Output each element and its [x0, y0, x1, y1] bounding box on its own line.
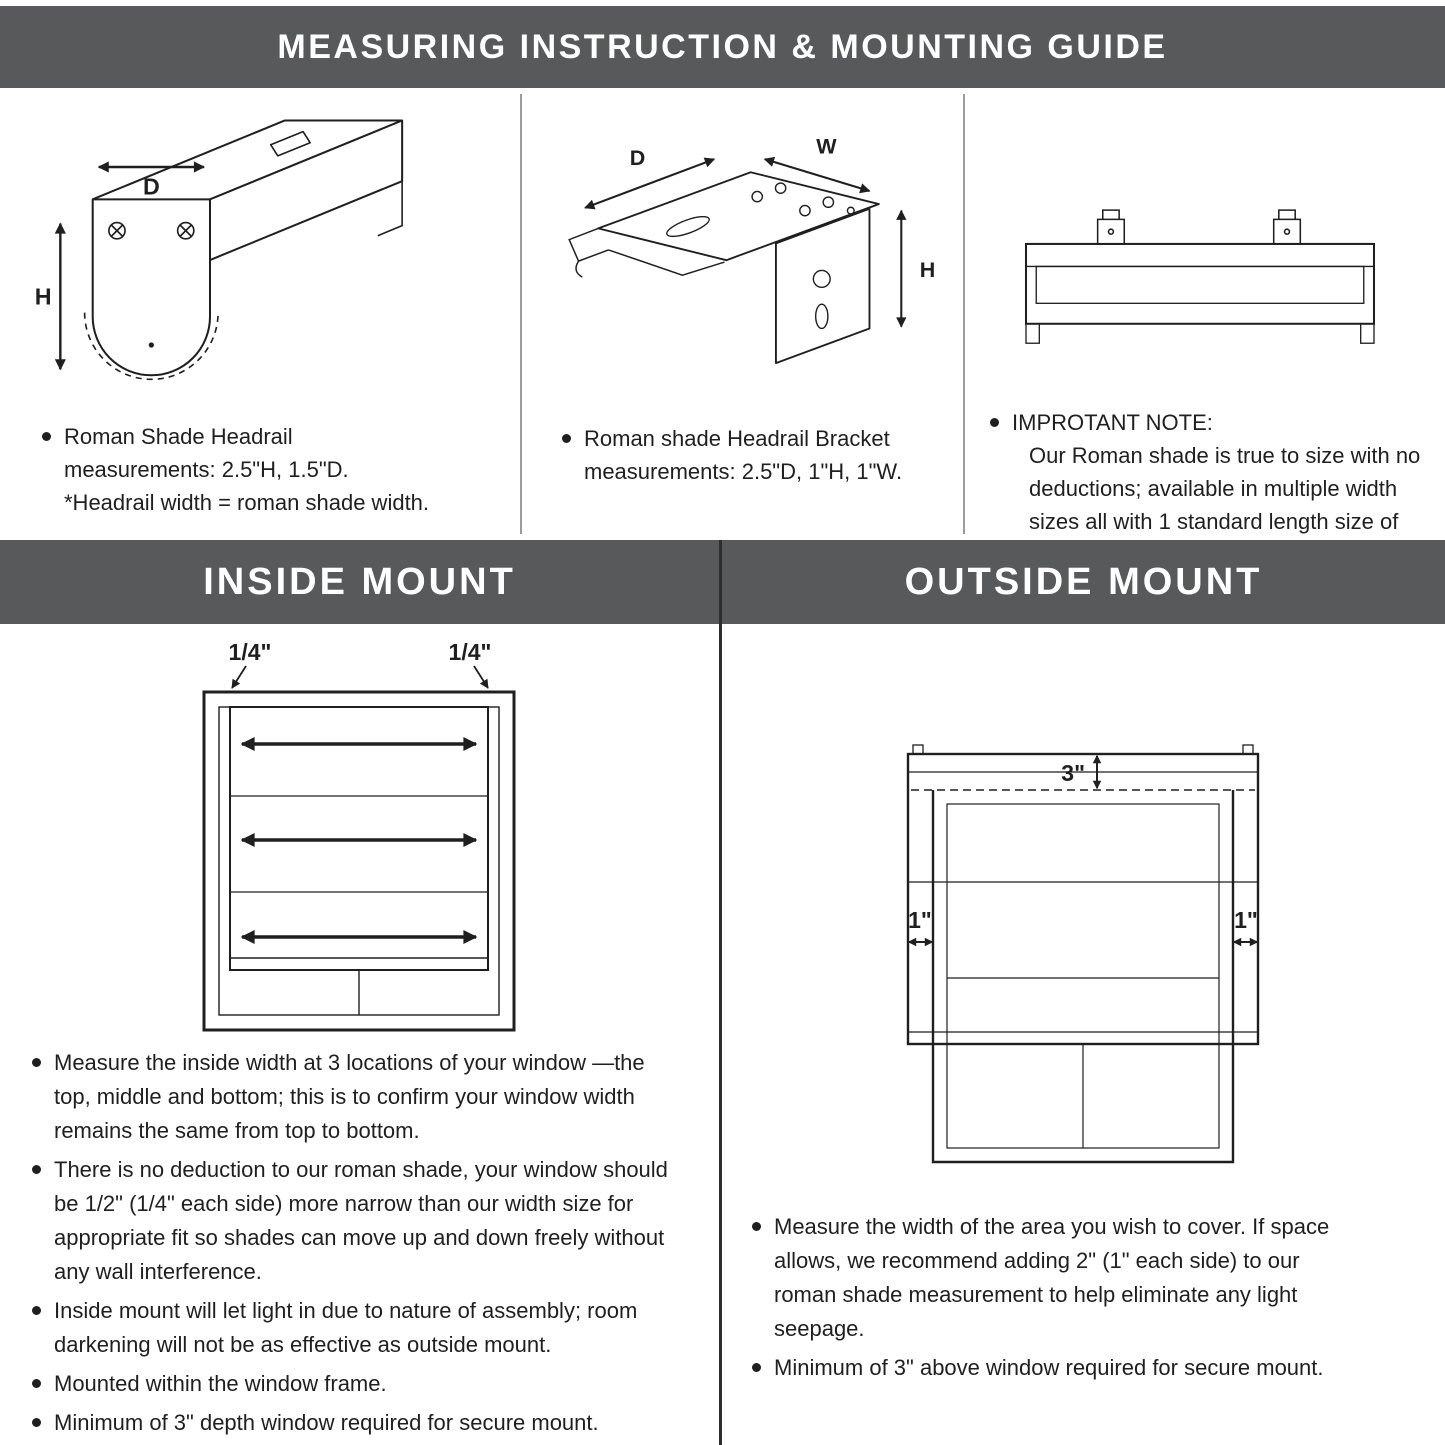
outside-mount-notes: Measure the width of the area you wish t… [752, 1210, 1352, 1390]
shade-front-diagram [1024, 209, 1376, 344]
bullet-icon [32, 1058, 41, 1067]
width-measure-arrows [240, 737, 478, 944]
list-item: Minimum of 3" above window required for … [752, 1351, 1352, 1385]
list-item: Mounted within the window frame. [32, 1367, 684, 1401]
bullet-icon [32, 1165, 41, 1174]
outside-mount-title: OUTSIDE MOUNT [904, 560, 1263, 603]
outside-right-gap-label: 1" [1234, 907, 1258, 933]
top-divider-right [963, 94, 965, 534]
mounting-brackets [1096, 209, 1302, 245]
bracket-caption: Roman shade Headrail Bracket measurement… [562, 422, 942, 488]
bullet-icon [32, 1379, 41, 1388]
top-divider-left [520, 94, 522, 534]
gap-pointer-arrows [231, 665, 489, 689]
bracket-diagram: D W H [568, 135, 936, 365]
bracket-body [597, 171, 880, 365]
bracket-dim-h-label: H [920, 258, 936, 282]
headrail-caption: Roman Shade Headrail measurements: 2.5"H… [42, 420, 434, 519]
bullet-icon [752, 1222, 761, 1231]
shade-rail-details [1025, 265, 1375, 344]
headrail-caption-text: Roman Shade Headrail measurements: 2.5"H… [64, 424, 430, 515]
page-title-bar: MEASURING INSTRUCTION & MOUNTING GUIDE [0, 6, 1445, 88]
measure-arrows [907, 754, 1259, 947]
bracket-dim-w-label: W [816, 135, 837, 159]
inside-mount-diagram: 1/4" 1/4" [202, 640, 516, 1032]
shade-rail [1024, 242, 1376, 325]
bullet-icon [32, 1306, 41, 1315]
list-item: Measure the inside width at 3 locations … [32, 1046, 684, 1148]
bracket-dim-arrows [584, 156, 907, 328]
bracket-dim-d-label: D [630, 146, 646, 170]
bracket-caption-text: Roman shade Headrail Bracket measurement… [584, 426, 903, 484]
window-frame [202, 690, 516, 1032]
inside-gap-left-label: 1/4" [229, 640, 272, 665]
headrail-screws [108, 221, 195, 348]
bullet-icon [990, 418, 999, 427]
window-behind-shade [931, 790, 1235, 1164]
inside-gap-right-label: 1/4" [449, 640, 492, 665]
list-item: Measure the width of the area you wish t… [752, 1210, 1352, 1346]
list-item: Minimum of 3" depth window required for … [32, 1406, 684, 1440]
headrail-dim-d-label: D [143, 173, 160, 199]
important-note-label: IMPROTANT NOTE: [1012, 410, 1213, 435]
list-item: There is no deduction to our roman shade… [32, 1153, 684, 1289]
inside-mount-notes: Measure the inside width at 3 locations … [32, 1046, 684, 1445]
outside-top-gap-label: 3" [1061, 760, 1085, 786]
inside-mount-title: INSIDE MOUNT [203, 560, 516, 603]
outside-left-gap-label: 1" [908, 907, 932, 933]
bullet-icon [752, 1363, 761, 1372]
inside-mount-header: INSIDE MOUNT [0, 540, 719, 624]
headrail-body [83, 119, 404, 381]
center-divider [719, 540, 722, 1445]
outside-mount-header: OUTSIDE MOUNT [722, 540, 1445, 624]
outside-mount-diagram: 3" 1" 1" [906, 744, 1260, 1164]
page-title: MEASURING INSTRUCTION & MOUNTING GUIDE [277, 27, 1168, 66]
headrail-dim-arrows [54, 161, 206, 371]
bracket-clip [568, 227, 725, 278]
list-item: Inside mount will let light in due to na… [32, 1294, 684, 1362]
bullet-icon [42, 432, 51, 441]
bullet-icon [562, 434, 571, 443]
roman-shade-overlay [906, 744, 1260, 1046]
bullet-icon [32, 1418, 41, 1427]
headrail-diagram: D H [35, 119, 404, 381]
headrail-dim-h-label: H [35, 284, 52, 310]
